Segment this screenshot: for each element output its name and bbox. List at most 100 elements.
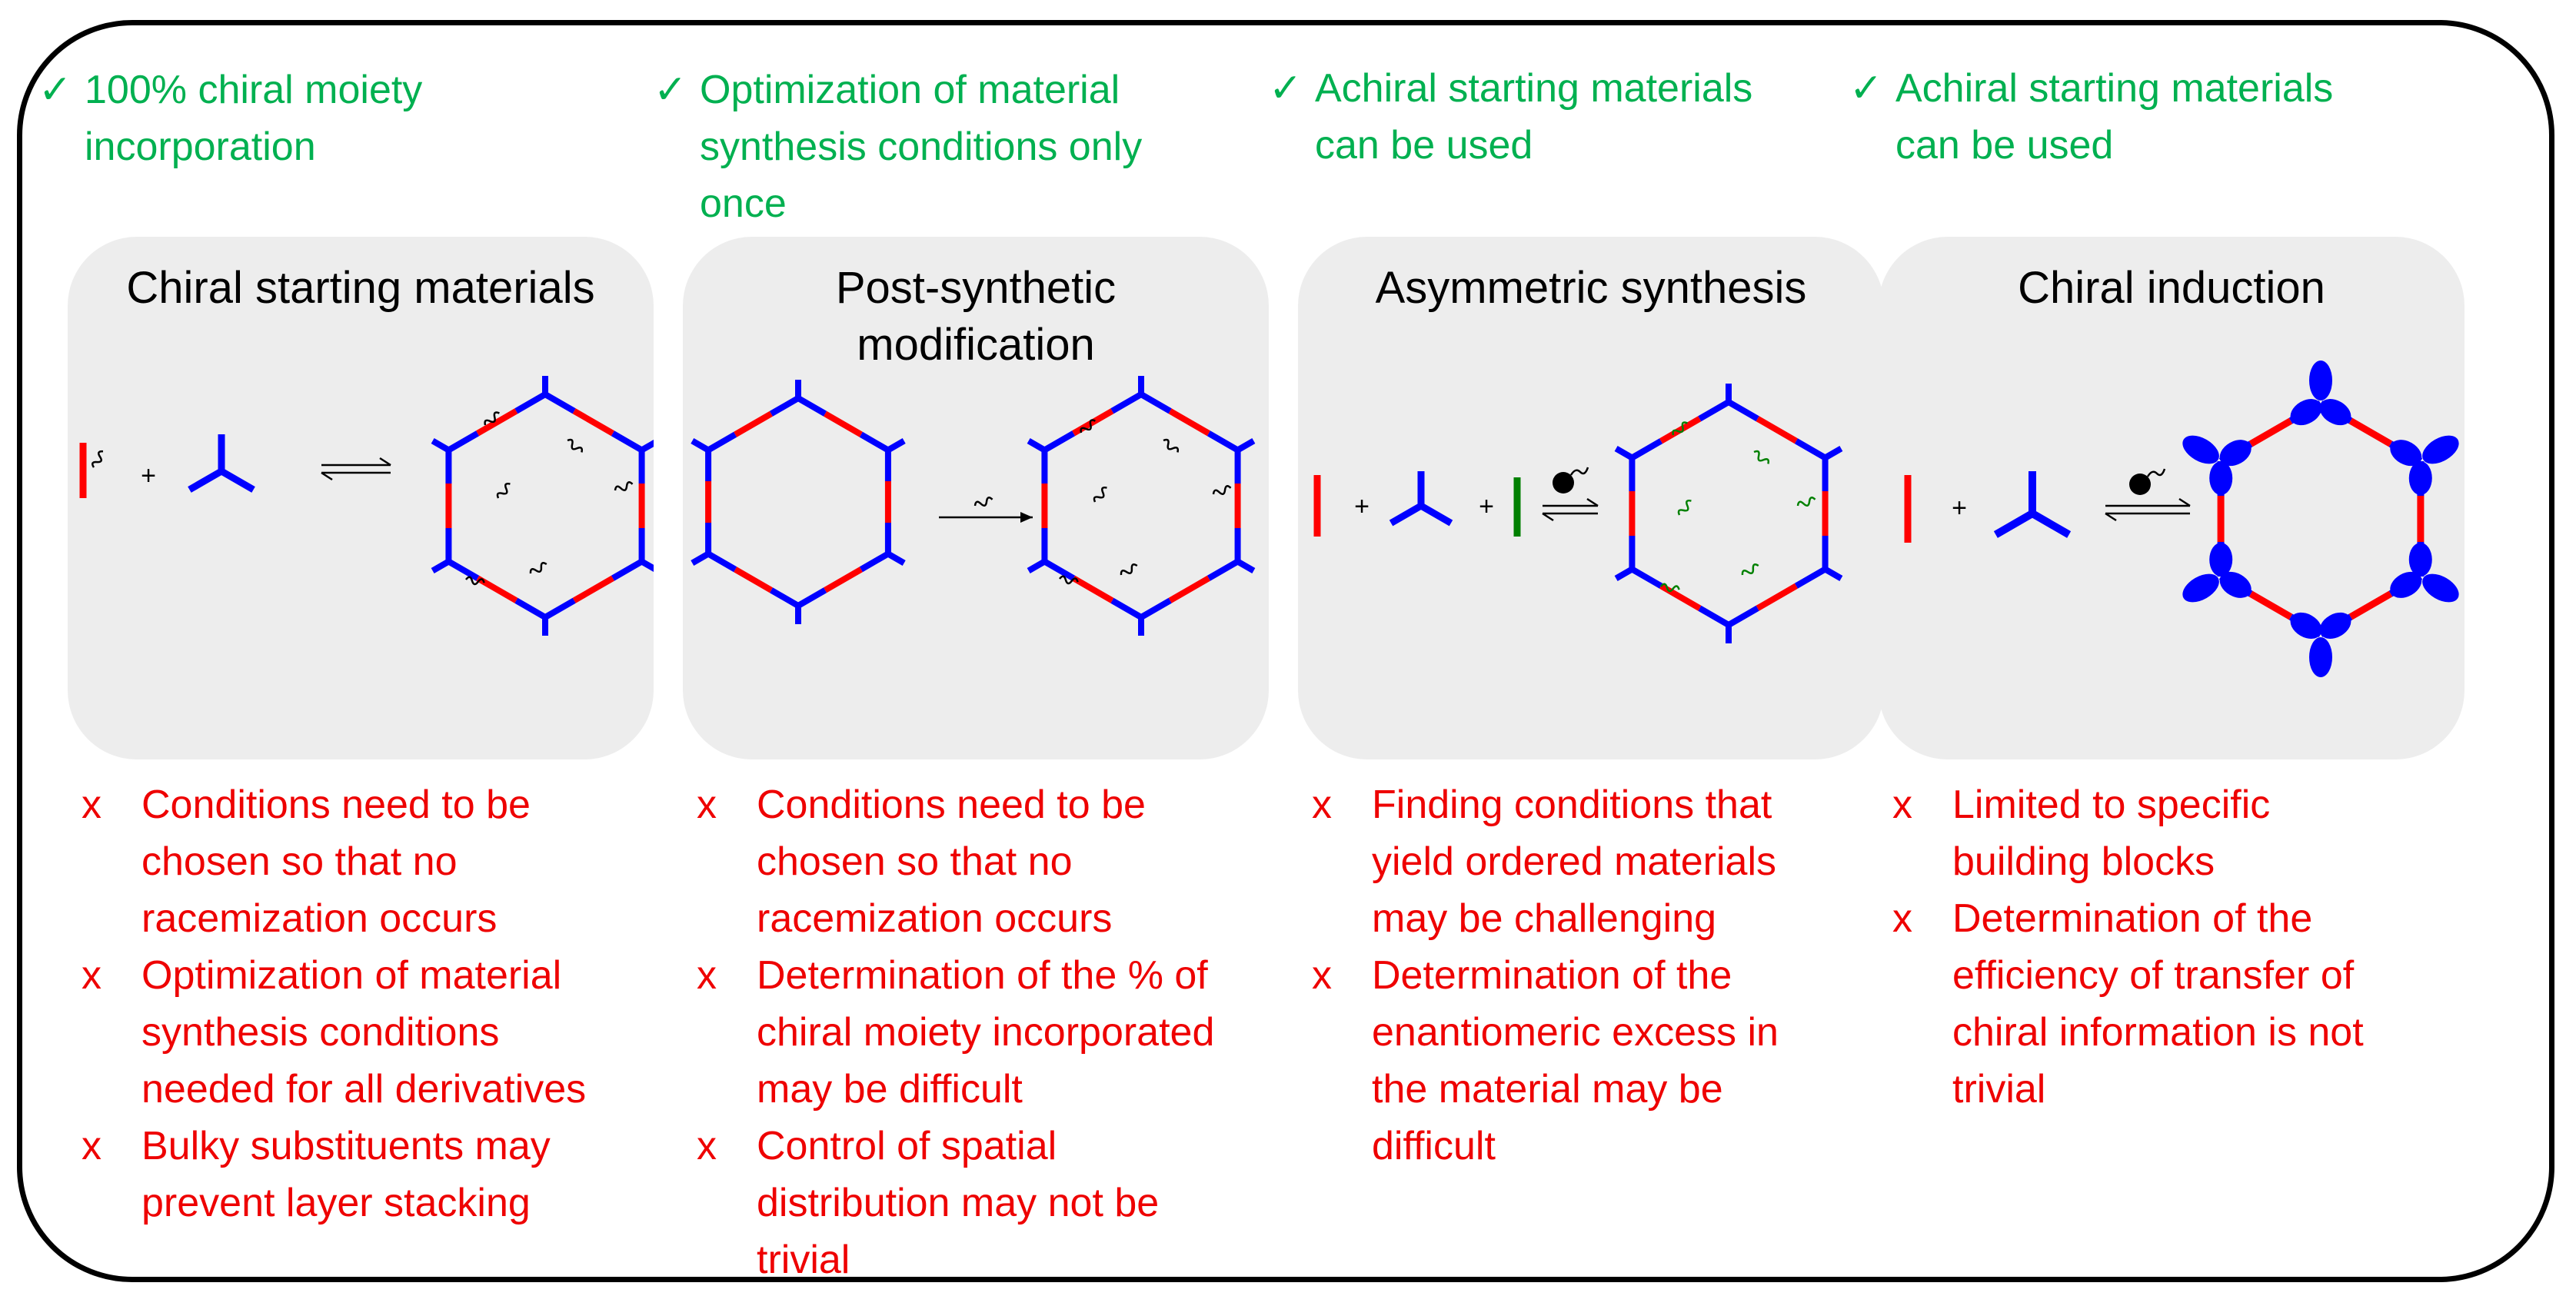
chiral-substituent xyxy=(92,450,104,468)
disadvantage-line: trivial xyxy=(1952,1067,2046,1112)
disadvantage-item: x Finding conditions that yield ordered ma… xyxy=(1298,776,1882,947)
hexagonal-framework xyxy=(2182,361,2459,677)
tritopic-node xyxy=(1993,471,2072,538)
panel-title-line: Chiral starting materials xyxy=(126,263,595,313)
disadvantage-line: may be challenging xyxy=(1372,896,1717,941)
node-arm xyxy=(544,391,576,414)
chiral-substituent xyxy=(1093,486,1107,503)
panel-title-line: Post-synthetic xyxy=(835,263,1117,313)
advantage-line: synthesis conditions only xyxy=(700,125,1143,169)
node-arm xyxy=(1110,391,1143,414)
node-arm xyxy=(1794,567,1827,589)
chiral-substituent xyxy=(1058,575,1079,585)
chiral-substituent xyxy=(1212,485,1232,496)
chiral-lobe xyxy=(2309,637,2332,677)
tritopic-node xyxy=(188,434,255,493)
advantage-line: Achiral starting materials xyxy=(1895,66,2334,111)
advantage-line: once xyxy=(700,181,787,226)
chiral-substituent xyxy=(484,411,500,426)
disadvantage-line: Finding conditions that xyxy=(1372,783,1772,827)
chiral-catalyst-icon xyxy=(1553,467,1589,493)
linker xyxy=(1756,583,1798,611)
disadvantage-line: yield ordered materials xyxy=(1372,839,1777,884)
disadvantage-line: Determination of the xyxy=(1952,896,2313,941)
disadvantage-line: building blocks xyxy=(1952,839,2215,884)
reaction-scheme xyxy=(691,376,1256,636)
x-mark-icon: x xyxy=(82,953,102,998)
node-stub xyxy=(1823,567,1843,581)
node-arm xyxy=(1140,597,1172,620)
chiral-lobe xyxy=(2182,435,2219,464)
node-arm xyxy=(1110,597,1143,620)
chiral-lobe xyxy=(2309,361,2332,400)
chiral-substituent xyxy=(973,497,993,507)
panel-title-line: modification xyxy=(857,320,1095,370)
x-mark-icon: x xyxy=(697,953,717,998)
node-stub xyxy=(691,438,711,453)
plus-sign: + xyxy=(141,461,156,490)
panel-title: Chiral induction xyxy=(1879,260,2465,317)
chiral-lobe xyxy=(2319,612,2351,639)
chiral-lobe xyxy=(2290,399,2322,426)
disadvantage-line: Bulky substituents may xyxy=(141,1124,551,1168)
method-panel: Chiral starting materials + xyxy=(68,237,654,759)
disadvantage-line: Control of spatial xyxy=(757,1124,1057,1168)
chiral-substituent xyxy=(1163,438,1180,453)
method-panel: Asymmetric synthesis++ xyxy=(1298,237,1884,759)
linker xyxy=(2248,590,2293,620)
plus-sign: + xyxy=(1952,493,1967,523)
plus-sign: + xyxy=(1354,492,1370,521)
linker xyxy=(824,567,863,593)
node-stub xyxy=(1823,446,1843,460)
reaction-scheme: + xyxy=(1904,361,2459,677)
node-stub xyxy=(1027,559,1047,573)
disadvantage-line: Conditions need to be xyxy=(141,783,531,827)
node-arm xyxy=(1630,438,1663,460)
equilibrium-arrows xyxy=(2105,497,2191,522)
linker xyxy=(1168,408,1210,437)
linker xyxy=(734,567,773,593)
chiral-lobe xyxy=(2422,573,2459,603)
advantage-line: 100% chiral moiety xyxy=(85,68,423,112)
disadvantage-line: prevent layer stacking xyxy=(141,1181,531,1225)
disadvantage-line: difficult xyxy=(1372,1124,1496,1168)
node-stub xyxy=(1614,567,1634,581)
x-mark-icon: x xyxy=(697,783,717,827)
node-arm xyxy=(859,551,890,573)
node-stub xyxy=(1236,438,1256,453)
node-arm xyxy=(1727,605,1759,628)
equilibrium-arrows xyxy=(321,457,391,481)
chiral-substituent xyxy=(529,562,547,574)
advantage-line: Achiral starting materials xyxy=(1315,66,1753,111)
chiral-lobe xyxy=(2408,543,2432,577)
node-stub xyxy=(691,551,711,566)
panel-title-line: Chiral induction xyxy=(2018,263,2325,313)
chiral-lobe xyxy=(2422,435,2459,464)
disadvantage-line: trivial xyxy=(757,1238,850,1282)
linker xyxy=(572,575,614,603)
linker xyxy=(2348,590,2393,620)
chiral-substituent xyxy=(614,481,634,492)
disadvantage-line: racemization occurs xyxy=(757,896,1113,941)
x-mark-icon: x xyxy=(1312,783,1332,827)
disadvantage-line: enantiomeric excess in xyxy=(1372,1010,1779,1055)
node-arm xyxy=(1206,559,1240,581)
chiral-lobe xyxy=(2209,460,2233,495)
check-mark-icon: ✓ xyxy=(38,68,72,112)
node-arm xyxy=(1140,391,1172,414)
linker xyxy=(2248,417,2293,447)
chiral-lobe xyxy=(2390,440,2422,467)
advantage-line: Optimization of material xyxy=(700,68,1120,112)
advantage-line: can be used xyxy=(1895,123,2114,168)
disadvantage-line: chosen so that no xyxy=(757,839,1073,884)
panel-title-line: Asymmetric synthesis xyxy=(1375,263,1807,313)
node-arm xyxy=(1698,605,1730,628)
disadvantage-line: Conditions need to be xyxy=(757,783,1146,827)
method-panel: Post-synthetic modification xyxy=(683,237,1269,759)
chiral-substituent xyxy=(1753,450,1770,464)
chiral-substituent xyxy=(464,576,485,586)
